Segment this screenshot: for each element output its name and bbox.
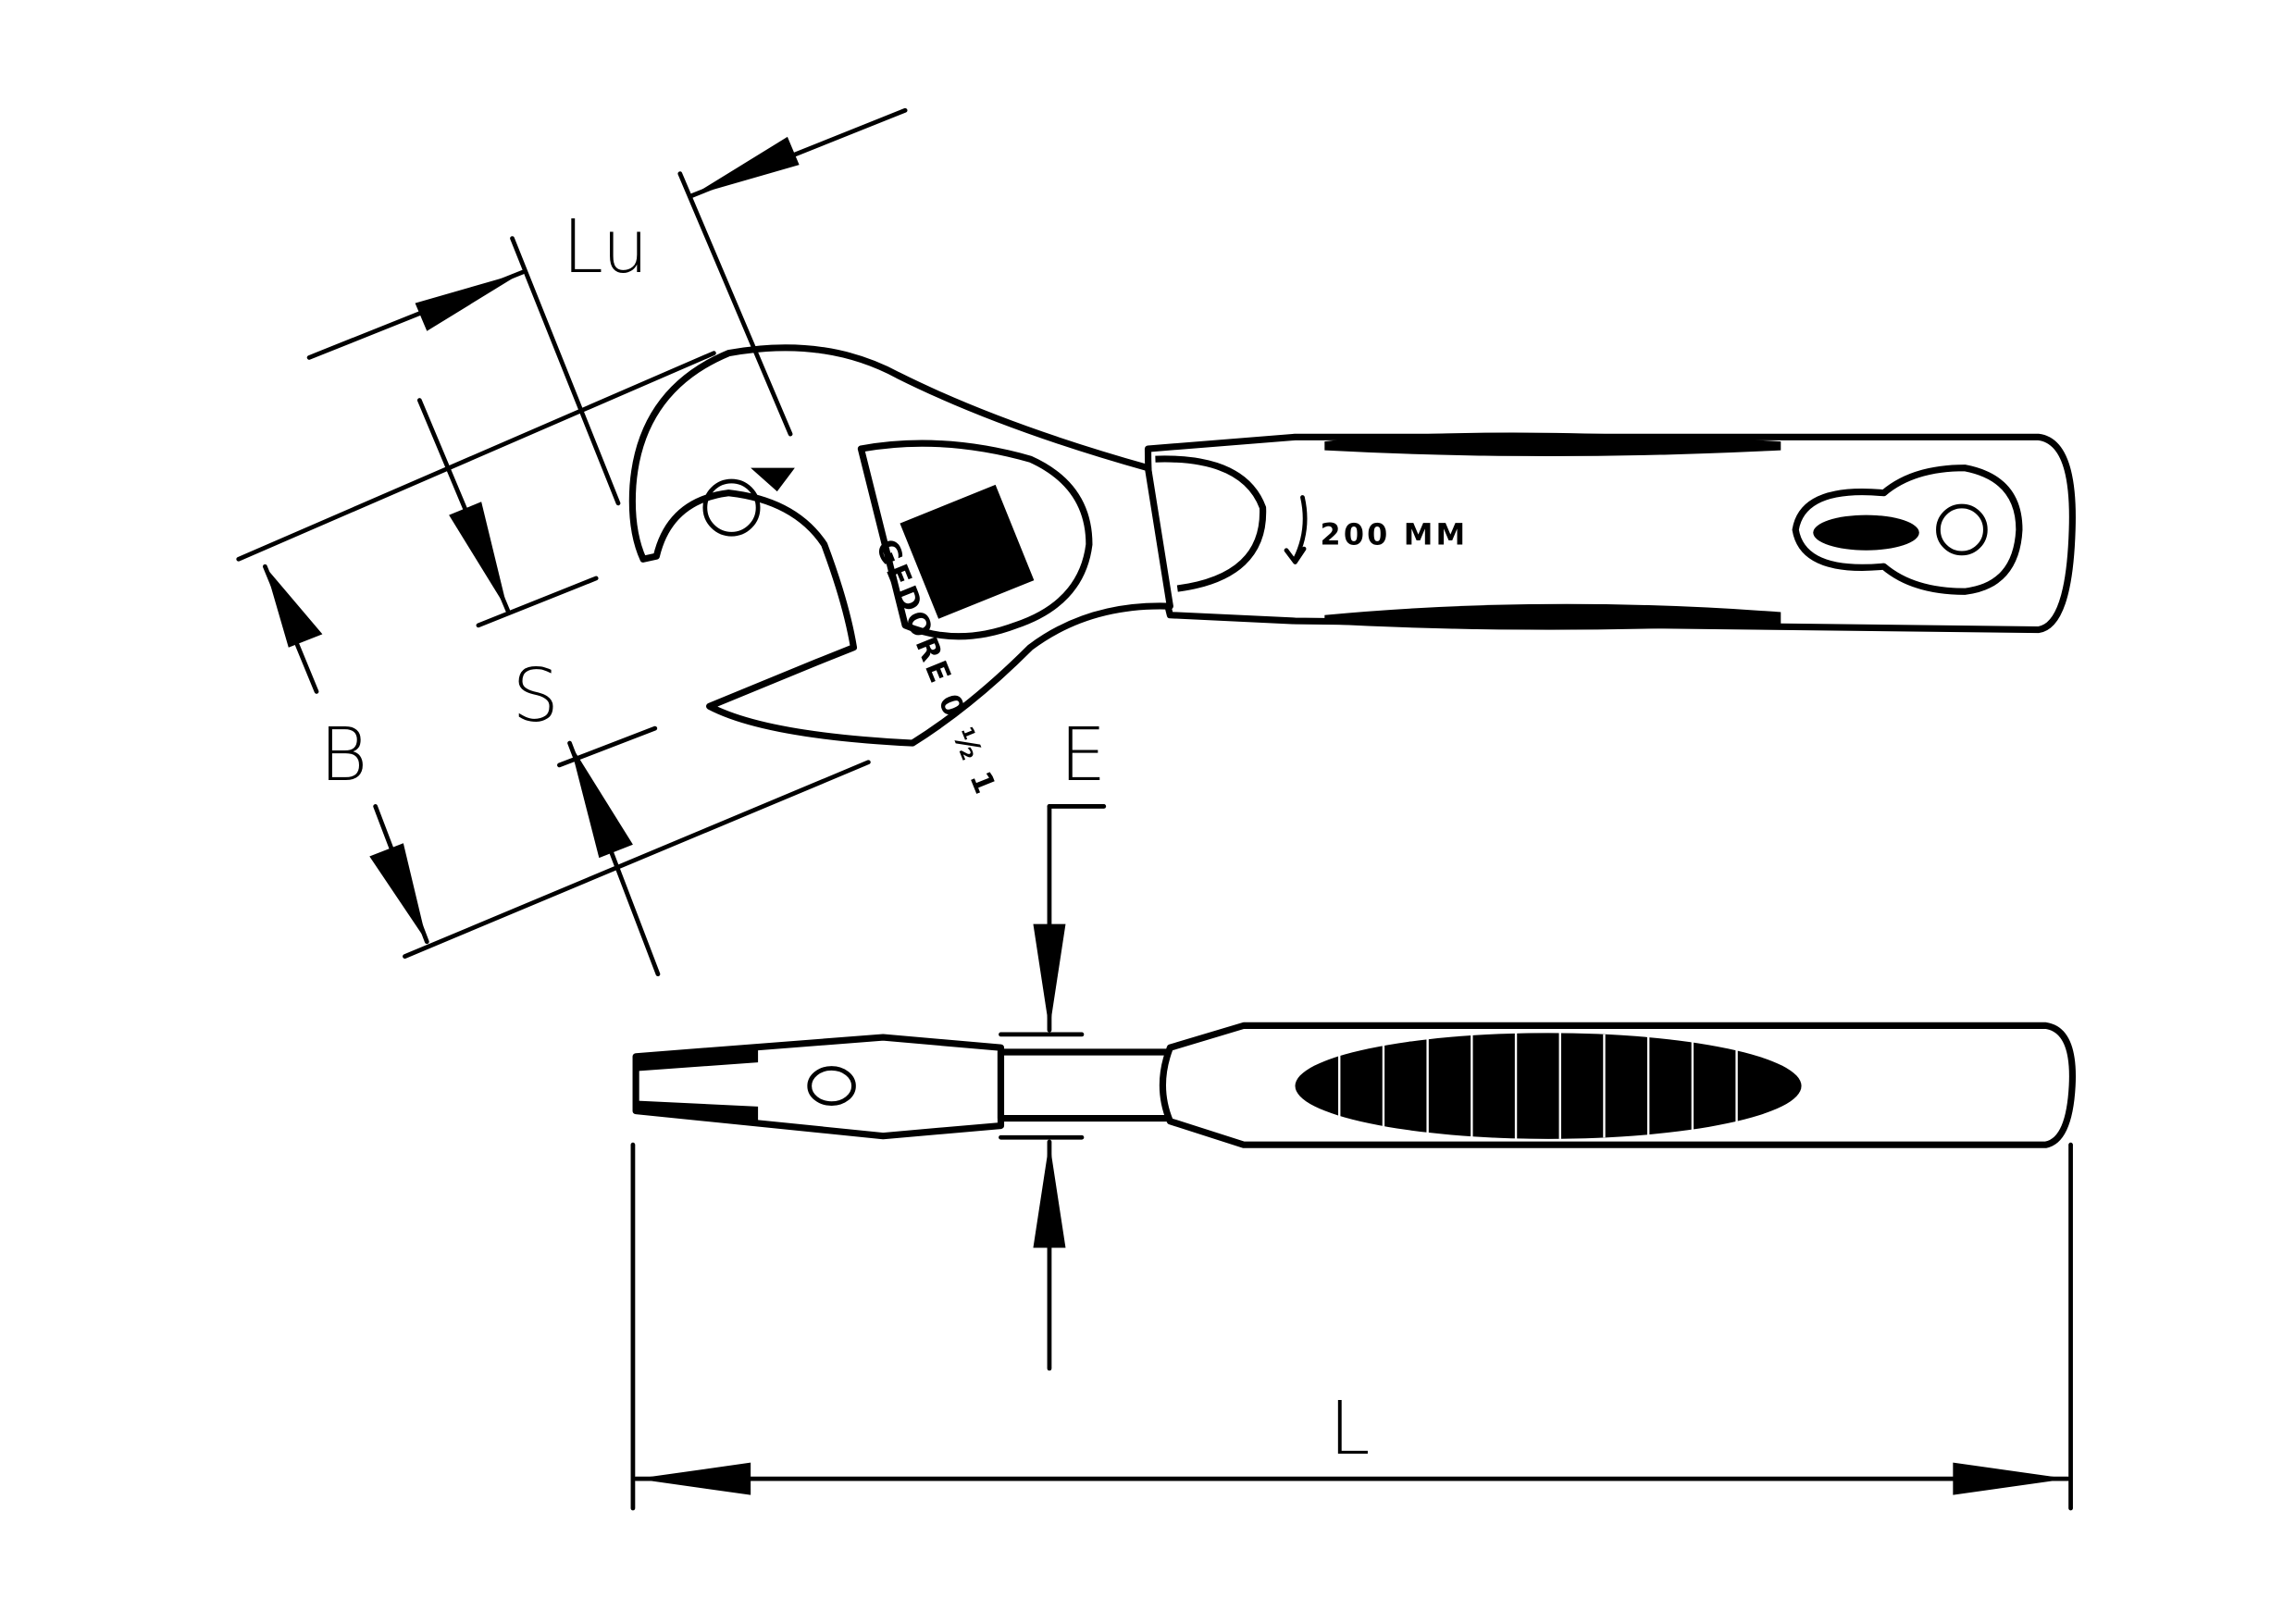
handle-grip-top xyxy=(1324,432,1781,456)
dimension-lu: Lu xyxy=(306,107,908,506)
rotation-arrow-icon xyxy=(1284,495,1308,564)
handle-grip-bottom xyxy=(1324,603,1781,630)
brand-logo xyxy=(1792,465,2023,595)
dimension-label-s: S xyxy=(513,652,559,738)
side-head xyxy=(632,1034,1005,1140)
worm-gear xyxy=(900,484,1035,619)
handle-size-marking: 200 MM xyxy=(1321,517,1469,551)
handle-insert xyxy=(1155,455,1267,592)
wrench-side-view xyxy=(632,1022,2077,1148)
dimension-label-lu: Lu xyxy=(563,204,649,290)
jaw-hole xyxy=(702,478,761,537)
dimension-label-b: B xyxy=(319,712,367,798)
side-rivet xyxy=(807,1066,856,1107)
side-grip xyxy=(1295,1033,1802,1139)
jaw-marker-icon xyxy=(751,467,795,492)
dimension-b: B xyxy=(236,351,871,960)
wrench-top-view: GEDORE 0 ½ 1 xyxy=(628,344,2076,801)
dimension-label-e: E xyxy=(1060,712,1106,798)
side-neck xyxy=(997,1048,1173,1122)
dimension-label-l: L xyxy=(1329,1385,1370,1471)
dimension-l: L xyxy=(630,1142,2073,1511)
dimension-s: S xyxy=(416,398,661,977)
dimension-e: E xyxy=(999,712,1106,1371)
